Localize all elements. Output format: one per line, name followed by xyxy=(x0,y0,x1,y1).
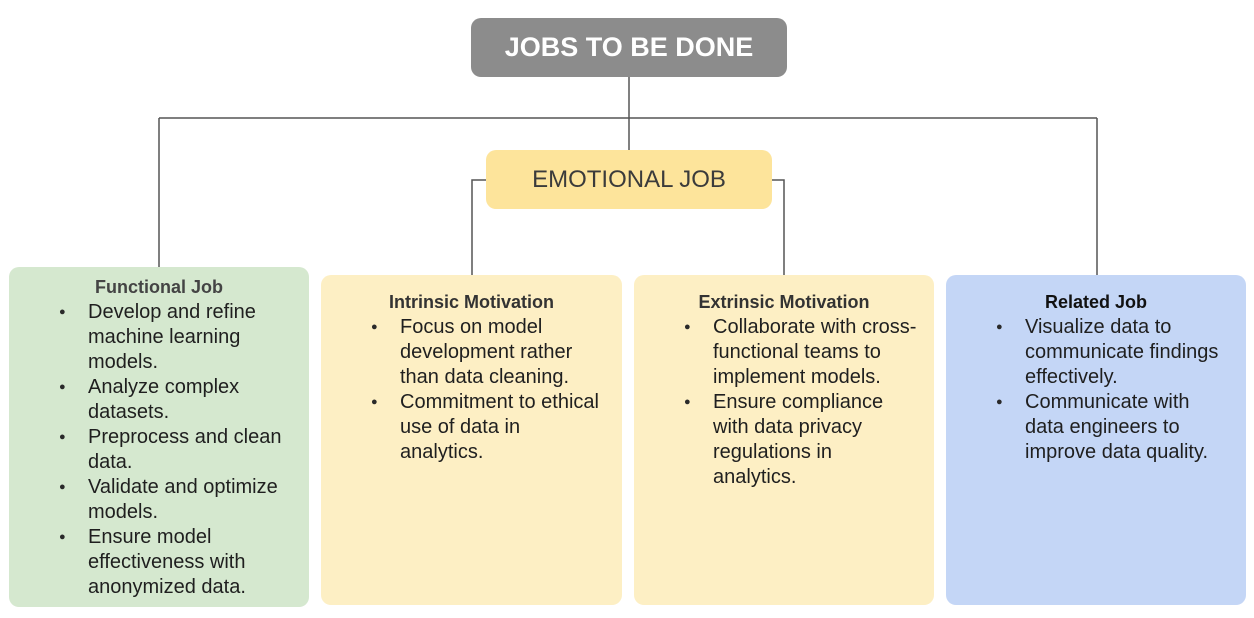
intrinsic-motivation-heading: Intrinsic Motivation xyxy=(388,292,554,312)
list-item: Focus on model development rather than d… xyxy=(335,315,608,390)
list-item: Validate and optimize models. xyxy=(23,475,295,525)
intrinsic-motivation-card: Intrinsic Motivation Focus on model deve… xyxy=(321,275,622,605)
jobs-to-be-done-node: JOBS TO BE DONE xyxy=(471,18,787,77)
list-item: Commitment to ethical use of data in ana… xyxy=(335,390,608,465)
emotional-job-label: EMOTIONAL JOB xyxy=(532,165,726,193)
emotional-job-node: EMOTIONAL JOB xyxy=(486,150,772,209)
extrinsic-motivation-card: Extrinsic Motivation Collaborate with cr… xyxy=(634,275,934,605)
list-item: Collaborate with cross-functional teams … xyxy=(648,315,920,390)
list-item: Communicate with data engineers to impro… xyxy=(960,390,1232,465)
functional-job-heading: Functional Job xyxy=(95,277,223,297)
list-item: Preprocess and clean data. xyxy=(23,425,295,475)
extrinsic-connector-line xyxy=(772,179,785,275)
intrinsic-connector-line xyxy=(471,179,486,275)
related-job-card: Related Job Visualize data to communicat… xyxy=(946,275,1246,605)
related-job-list: Visualize data to communicate findings e… xyxy=(960,315,1232,465)
intrinsic-motivation-list: Focus on model development rather than d… xyxy=(335,315,608,465)
related-job-heading: Related Job xyxy=(1044,292,1148,312)
jobs-to-be-done-title: JOBS TO BE DONE xyxy=(504,32,754,62)
extrinsic-motivation-heading: Extrinsic Motivation xyxy=(698,292,870,312)
extrinsic-motivation-list: Collaborate with cross-functional teams … xyxy=(648,315,920,490)
list-item: Visualize data to communicate findings e… xyxy=(960,315,1232,390)
functional-job-card: Functional Job Develop and refine machin… xyxy=(9,267,309,607)
list-item: Ensure compliance with data privacy regu… xyxy=(648,390,920,490)
list-item: Analyze complex datasets. xyxy=(23,375,295,425)
functional-job-list: Develop and refine machine learning mode… xyxy=(23,300,295,600)
list-item: Ensure model effectiveness with anonymiz… xyxy=(23,525,295,600)
list-item: Develop and refine machine learning mode… xyxy=(23,300,295,375)
